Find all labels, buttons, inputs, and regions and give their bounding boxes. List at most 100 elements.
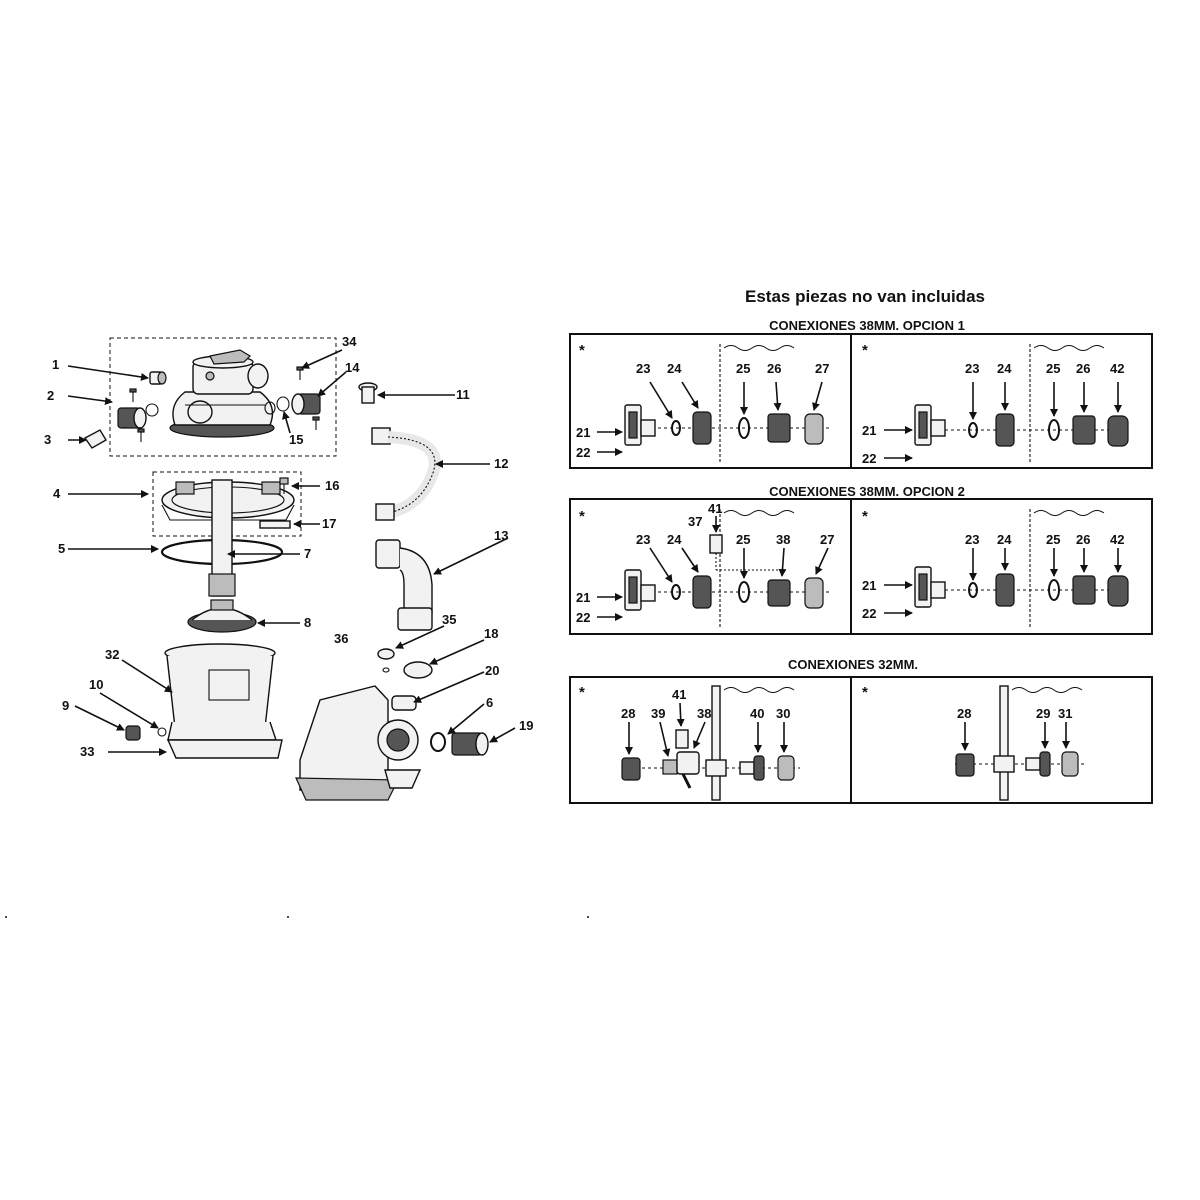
label-5: 5: [58, 541, 65, 556]
label-p1a-26: 26: [767, 361, 781, 376]
label-p2a-41: 41: [708, 501, 722, 516]
star-2b: *: [862, 508, 868, 525]
label-p1a-22: 22: [576, 445, 590, 460]
label-p2a-21: 21: [576, 590, 590, 605]
label-19: 19: [519, 718, 533, 733]
part-16-bolt: [279, 477, 289, 494]
label-p1b-42: 42: [1110, 361, 1124, 376]
part-35-lid: [377, 648, 395, 660]
label-13: 13: [494, 528, 508, 543]
part-7-standpipe: [208, 479, 236, 597]
panel-3a-parts: [621, 729, 800, 789]
label-p2a-22: 22: [576, 610, 590, 625]
label-p3a-41: 41: [672, 687, 686, 702]
label-3: 3: [44, 432, 51, 447]
lid-group-box: [152, 471, 302, 537]
section-title-opcion-1: CONEXIONES 38MM. OPCION 1: [769, 318, 965, 333]
panel-1a-parts: [624, 404, 830, 446]
label-p1b-21: 21: [862, 423, 876, 438]
label-p2b-25: 25: [1046, 532, 1060, 547]
label-6: 6: [486, 695, 493, 710]
label-p1a-24: 24: [667, 361, 682, 376]
multiport-valve: [169, 349, 275, 438]
label-16: 16: [325, 478, 339, 493]
label-p1b-24: 24: [997, 361, 1012, 376]
panel-3b-parts: [955, 751, 1085, 777]
filter-exploded-view: 1 2 3 4 5 7 8 9 10 11 12 13 14 15 16 17 …: [44, 334, 533, 801]
label-p3b-28: 28: [957, 706, 971, 721]
part-18-cap: [403, 661, 433, 679]
valve-group-box: [109, 337, 337, 457]
panel-2b-parts: [914, 566, 1130, 608]
label-p3a-39: 39: [651, 706, 665, 721]
part-3-plug: [83, 429, 107, 449]
panel-32mm: [569, 676, 1153, 804]
part-32-tank: [164, 643, 277, 741]
label-p3b-29: 29: [1036, 706, 1050, 721]
label-4: 4: [53, 486, 61, 501]
panel-1b-parts: [914, 404, 1130, 447]
heading-not-included: Estas piezas no van incluidas: [745, 287, 985, 306]
label-9: 9: [62, 698, 69, 713]
stray-marks: [5, 916, 589, 918]
section-title-opcion-2: CONEXIONES 38MM. OPCION 2: [769, 484, 965, 499]
pool-walls-and-water: [711, 344, 1105, 801]
star-1b: *: [862, 342, 868, 359]
star-3b: *: [862, 684, 868, 701]
part-11-fitting: [358, 382, 378, 404]
label-7: 7: [304, 546, 311, 561]
star-2a: *: [579, 508, 585, 525]
label-p2b-42: 42: [1110, 532, 1124, 547]
part-6-o-ring: [430, 732, 446, 752]
part-10-o-ring: [157, 727, 167, 737]
label-1: 1: [52, 357, 59, 372]
pump-assembly: [295, 685, 422, 801]
panel-opcion-1: [569, 333, 1153, 469]
part-17-clamp-screw: [259, 520, 291, 529]
label-8: 8: [304, 615, 311, 630]
label-35: 35: [442, 612, 456, 627]
label-17: 17: [322, 516, 336, 531]
part-9-drain-cap: [125, 725, 141, 741]
label-p1b-22: 22: [862, 451, 876, 466]
label-p3a-38: 38: [697, 706, 711, 721]
part-2-adapter: [117, 403, 159, 429]
left-callout-labels: 1 2 3 4 5 7 8 9 10 11 12 13 14 15 16 17 …: [44, 334, 533, 759]
label-32: 32: [105, 647, 119, 662]
label-p2a-27: 27: [820, 532, 834, 547]
part-33-base: [166, 739, 283, 759]
label-15: 15: [289, 432, 303, 447]
label-p2a-25: 25: [736, 532, 750, 547]
label-33: 33: [80, 744, 94, 759]
section-title-32mm: CONEXIONES 32MM.: [788, 657, 918, 672]
label-p3a-30: 30: [776, 706, 790, 721]
star-3a: *: [579, 684, 585, 701]
left-callout-arrows: [67, 349, 516, 756]
panel-2a-parts: [624, 534, 830, 611]
label-p1b-25: 25: [1046, 361, 1060, 376]
label-p1a-23: 23: [636, 361, 650, 376]
part-14-adapter: [264, 393, 321, 415]
label-p2a-38: 38: [776, 532, 790, 547]
label-p2b-26: 26: [1076, 532, 1090, 547]
label-p2a-24: 24: [667, 532, 682, 547]
label-p1a-25: 25: [736, 361, 750, 376]
label-p3b-31: 31: [1058, 706, 1072, 721]
label-14: 14: [345, 360, 360, 375]
label-34: 34: [342, 334, 357, 349]
label-18: 18: [484, 626, 498, 641]
label-20: 20: [485, 663, 499, 678]
label-p2a-23: 23: [636, 532, 650, 547]
label-p2a-37: 37: [688, 514, 702, 529]
label-p3a-28: 28: [621, 706, 635, 721]
part-19-union: [451, 732, 489, 756]
part-1-plug: [149, 371, 167, 385]
part-8-laterals-hub: [187, 599, 257, 633]
label-11: 11: [456, 387, 470, 402]
label-p2b-24: 24: [997, 532, 1012, 547]
label-p2b-21: 21: [862, 578, 876, 593]
label-36: 36: [334, 631, 348, 646]
label-10: 10: [89, 677, 103, 692]
panel-opcion-2: [569, 498, 1153, 635]
label-p3a-40: 40: [750, 706, 764, 721]
